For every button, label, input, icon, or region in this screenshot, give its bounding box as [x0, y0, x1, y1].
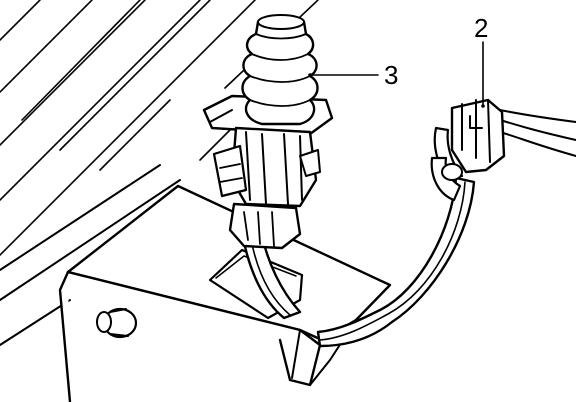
bracket-bolt	[96, 307, 138, 339]
switch-harness	[242, 234, 302, 320]
mounting-bracket	[58, 184, 392, 402]
firewall-edge	[0, 164, 181, 346]
callout-3-group: 3	[308, 60, 398, 90]
wiring-harness	[316, 109, 576, 348]
wiring-connector	[430, 98, 506, 202]
switch-plunger-boot	[241, 14, 319, 126]
callout-3-label: 3	[384, 60, 398, 90]
stop-lamp-switch	[202, 14, 334, 250]
callout-2-label: 2	[474, 13, 488, 43]
callout-2-group: 2	[474, 13, 488, 108]
